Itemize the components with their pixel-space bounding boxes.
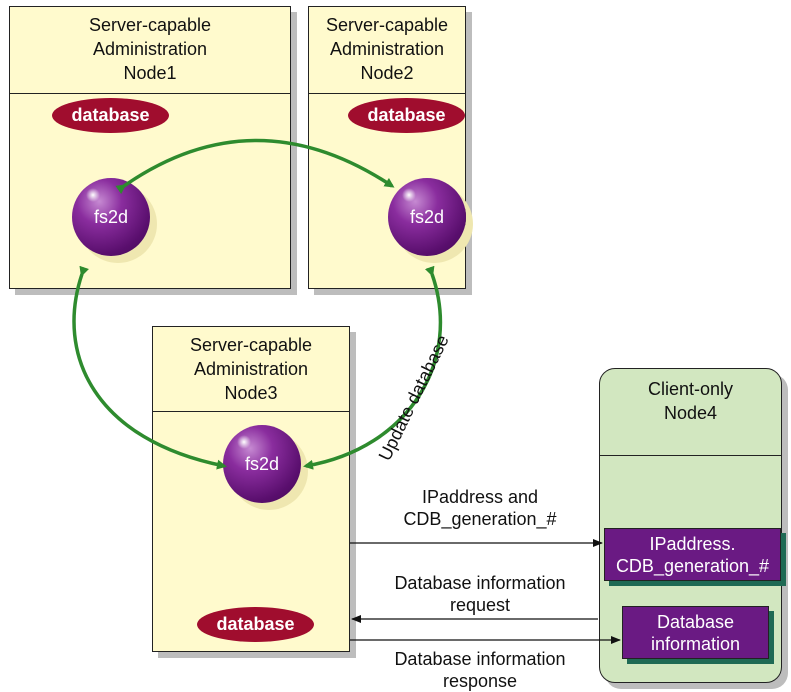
- msg-info-response: Database information response: [394, 649, 566, 691]
- node1-box: Server-capable Administration Node1: [9, 6, 291, 289]
- node1-title: Server-capable Administration Node1: [88, 15, 212, 83]
- node3-fs2d: fs2d: [223, 425, 301, 503]
- node3-database: database: [197, 607, 314, 642]
- node2-divider: [309, 93, 465, 94]
- msg-info-request: Database information request: [394, 573, 566, 615]
- node2-title: Server-capable Administration Node2: [325, 15, 449, 83]
- node4-ip-generation-box: IPaddress. CDB_generation_#: [604, 528, 781, 581]
- update-database-label: Update database: [375, 332, 453, 464]
- sphere-highlight: [402, 188, 416, 202]
- sphere-highlight: [237, 435, 251, 449]
- sync-arrow-node1-node3: [72, 265, 227, 470]
- node2-fs2d-label: fs2d: [409, 206, 445, 227]
- sphere-highlight: [86, 188, 100, 202]
- node4-divider: [600, 455, 781, 456]
- node1-divider: [10, 93, 290, 94]
- node1-database: database: [52, 98, 169, 133]
- sync-arrow-node1-node2: [115, 138, 395, 195]
- node4-title: Client-only Node4: [647, 379, 734, 423]
- node4-database-info-box: Database information: [622, 606, 769, 659]
- sync-arrow-node2-node3: [303, 265, 443, 470]
- msg-ip-generation: IPaddress and CDB_generation_#: [403, 487, 557, 529]
- node1-fs2d-label: fs2d: [93, 206, 129, 227]
- node3-fs2d-label: fs2d: [244, 453, 280, 474]
- node2-fs2d: fs2d: [388, 178, 466, 256]
- node3-divider: [153, 411, 349, 412]
- node2-database: database: [348, 98, 465, 133]
